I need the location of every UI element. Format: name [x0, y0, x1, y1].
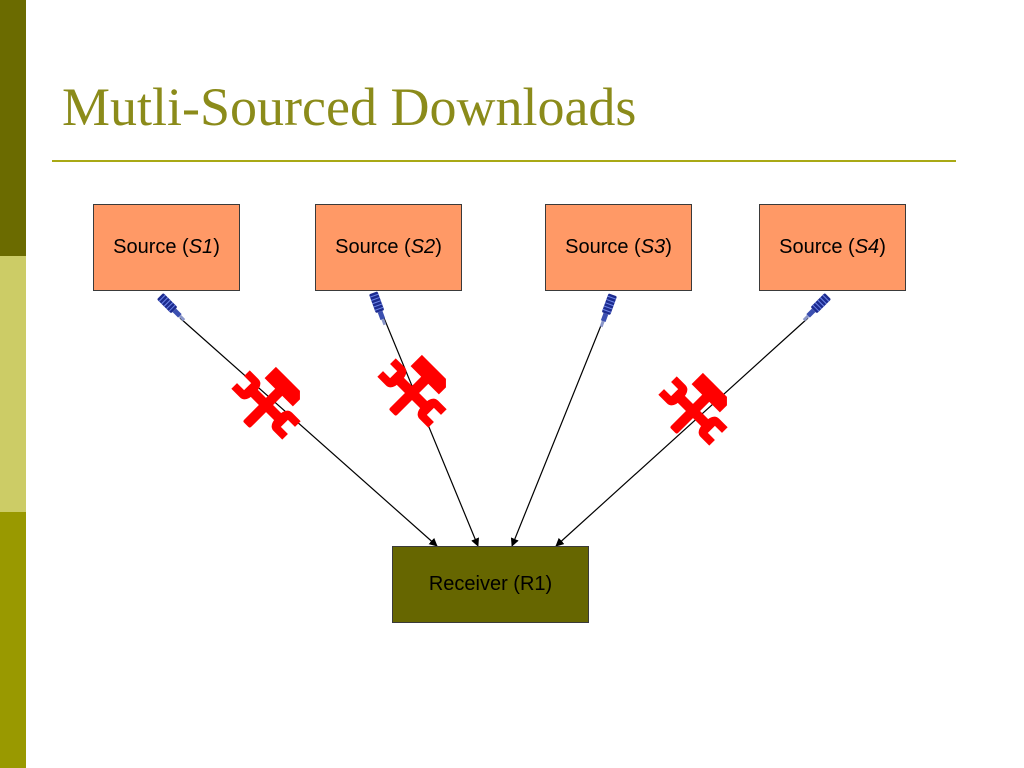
network-plug-icon — [369, 291, 387, 326]
network-plug-icon — [157, 293, 186, 322]
hammer-wrench-icon — [658, 372, 728, 446]
side-accent-bar — [0, 0, 26, 768]
source-id: S2 — [410, 236, 436, 258]
source-node-s2: Source (S2) — [315, 204, 462, 291]
side-bar-middle-segment — [0, 256, 26, 512]
link-edge-s4 — [555, 317, 809, 547]
source-node-s1: Source (S1) — [93, 204, 240, 291]
side-bar-top-segment — [0, 0, 26, 256]
edges-layer — [179, 317, 809, 547]
source-node-s4: Source (S4) — [759, 204, 906, 291]
network-plug-icon — [802, 293, 831, 322]
source-label-suffix: ) — [665, 236, 672, 258]
source-id: S3 — [640, 236, 666, 258]
source-id: S4 — [854, 236, 880, 258]
source-label-suffix: ) — [435, 236, 442, 258]
receiver-node-r1: Receiver (R1) — [392, 546, 589, 623]
source-label-prefix: Source ( — [779, 236, 855, 258]
link-edge-s2 — [383, 317, 480, 547]
network-plug-icon — [599, 293, 617, 328]
source-label-prefix: Source ( — [565, 236, 641, 258]
hammer-wrench-icon — [231, 366, 301, 440]
source-id: S1 — [188, 236, 214, 258]
title-underline — [52, 160, 956, 162]
link-edge-s3 — [510, 317, 605, 547]
receiver-label: Receiver (R1) — [428, 573, 553, 595]
connectors-layer — [157, 291, 831, 328]
source-node-s3: Source (S3) — [545, 204, 692, 291]
link-edge-s1 — [179, 317, 438, 547]
source-label-prefix: Source ( — [335, 236, 411, 258]
source-label-suffix: ) — [213, 236, 220, 258]
slide-title: Mutli-Sourced Downloads — [62, 77, 637, 137]
hammer-wrench-icon — [377, 354, 447, 428]
blocked-icons-layer — [231, 354, 728, 446]
source-label-prefix: Source ( — [113, 236, 189, 258]
source-label-suffix: ) — [879, 236, 886, 258]
side-bar-bottom-segment — [0, 512, 26, 768]
